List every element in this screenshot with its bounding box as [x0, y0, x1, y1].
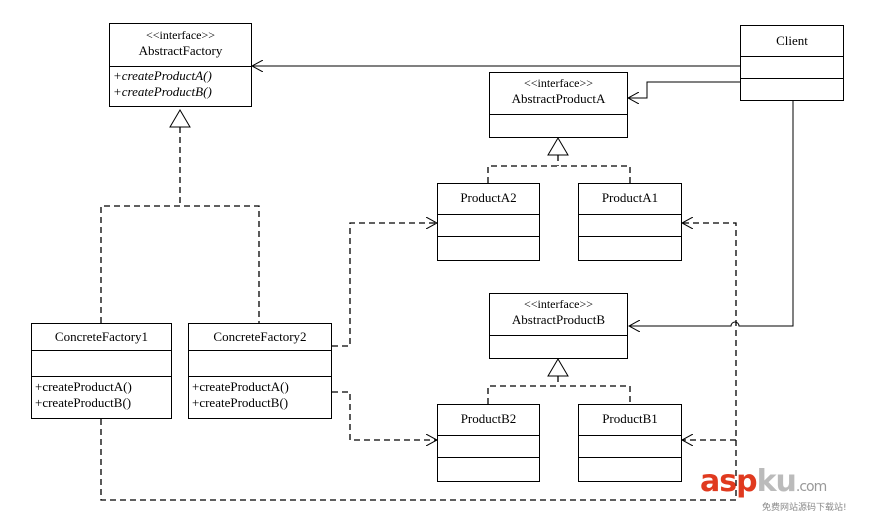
abstract-factory-op-b: +createProductB() [113, 84, 212, 99]
product-b2-class: ProductB2 [437, 404, 540, 482]
client-header: Client [741, 26, 843, 56]
abstract-product-a-body [490, 114, 627, 137]
client-operations [741, 78, 843, 100]
abstract-factory-stereotype: <<interface>> [145, 28, 216, 42]
abstract-factory-operations: +createProductA() +createProductB() [110, 66, 251, 100]
productb-realization [487, 376, 631, 404]
product-b1-attributes [579, 435, 681, 457]
client-class: Client [740, 25, 844, 101]
concrete-factory-1-attributes [32, 350, 171, 376]
concrete-factory-1-op-a: +createProductA() [35, 379, 132, 394]
factory-realization [100, 127, 260, 323]
abstract-product-a-stereotype: <<interface>> [523, 76, 594, 90]
abstract-product-a-class: <<interface>> AbstractProductA [489, 72, 628, 138]
product-b2-attributes [438, 435, 539, 457]
producta-realization [487, 155, 631, 183]
productb-realization-triangle [547, 358, 569, 377]
concrete-factory-1-operations: +createProductA() +createProductB() [32, 376, 171, 411]
product-b1-class: ProductB1 [578, 404, 682, 482]
concrete-factory-2-attributes [189, 350, 331, 376]
product-a2-attributes [438, 214, 539, 236]
watermark-logo-ku: ku [756, 464, 797, 499]
concrete-factory-1-op-b: +createProductB() [35, 395, 132, 410]
product-b2-operations [438, 457, 539, 481]
product-a1-class: ProductA1 [578, 183, 682, 261]
factory1-dependencies [100, 223, 737, 501]
producta-realization-triangle [547, 137, 569, 156]
concrete-factory-1-name: ConcreteFactory1 [54, 329, 149, 344]
concrete-factory-2-operations: +createProductA() +createProductB() [189, 376, 331, 411]
concrete-factory-2-class: ConcreteFactory2 +createProductA() +crea… [188, 323, 332, 419]
product-b1-header: ProductB1 [579, 405, 681, 435]
abstract-product-b-stereotype: <<interface>> [523, 297, 594, 311]
product-a1-header: ProductA1 [579, 184, 681, 214]
product-a2-operations [438, 236, 539, 260]
abstract-product-a-header: <<interface>> AbstractProductA [490, 73, 627, 114]
abstract-factory-class: <<interface>> AbstractFactory +createPro… [109, 23, 252, 107]
concrete-factory-2-name: ConcreteFactory2 [213, 329, 307, 344]
concrete-factory-2-op-a: +createProductA() [192, 379, 289, 394]
concrete-factory-1-class: ConcreteFactory1 +createProductA() +crea… [31, 323, 172, 419]
product-a1-operations [579, 236, 681, 260]
watermark-logo: aspku.com [700, 466, 847, 503]
concrete-factory-2-header: ConcreteFactory2 [189, 324, 331, 350]
factory2-dependencies [332, 223, 437, 440]
watermark-logo-asp: asp [700, 464, 758, 499]
abstract-product-a-name: AbstractProductA [511, 91, 606, 106]
product-b2-name: ProductB2 [460, 411, 517, 426]
abstract-product-b-class: <<interface>> AbstractProductB [489, 293, 628, 359]
site-watermark: aspku.com 免费网站源码下载站! [700, 466, 847, 514]
abstract-product-b-header: <<interface>> AbstractProductB [490, 294, 627, 335]
abstract-product-b-body [490, 335, 627, 358]
factory-realization-triangle [169, 109, 191, 128]
abstract-factory-op-a: +createProductA() [113, 68, 212, 83]
client-attributes [741, 56, 843, 78]
abstract-factory-name: AbstractFactory [138, 43, 223, 58]
product-b2-header: ProductB2 [438, 405, 539, 435]
abstract-product-b-name: AbstractProductB [511, 312, 606, 327]
product-a2-header: ProductA2 [438, 184, 539, 214]
product-b1-name: ProductB1 [602, 411, 658, 426]
abstract-factory-header: <<interface>> AbstractFactory [110, 24, 251, 66]
client-to-abstractproducta-line [628, 81, 740, 98]
product-a1-attributes [579, 214, 681, 236]
concrete-factory-2-op-b: +createProductB() [192, 395, 289, 410]
product-a2-class: ProductA2 [437, 183, 540, 261]
product-a1-name: ProductA1 [601, 190, 659, 205]
watermark-logo-com: .com [795, 479, 827, 495]
product-a2-name: ProductA2 [460, 190, 517, 205]
concrete-factory-1-header: ConcreteFactory1 [32, 324, 171, 350]
product-b1-operations [579, 457, 681, 481]
watermark-subtitle: 免费网站源码下载站! [762, 503, 847, 513]
client-name: Client [776, 33, 808, 48]
